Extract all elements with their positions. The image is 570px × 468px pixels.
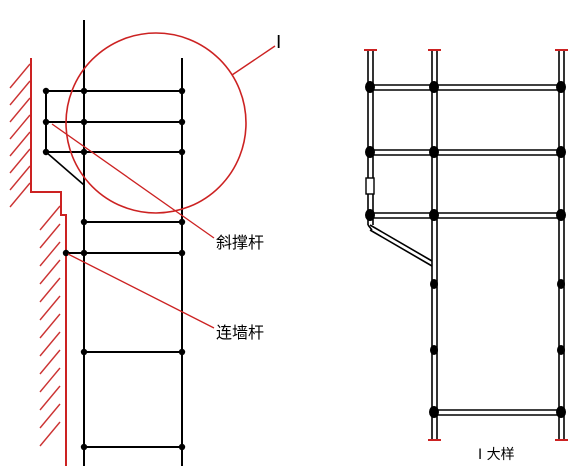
wall-face (30, 58, 67, 466)
diagonal-brace (45, 151, 85, 186)
left-elevation: I 斜撑杆 连墙杆 (9, 20, 281, 466)
detail-couplers (365, 81, 566, 418)
detail-marker: I (276, 32, 281, 53)
scaffold-joints (42, 87, 186, 451)
detail-brace (367, 224, 433, 267)
scaffold-ledgers (46, 90, 182, 448)
label-lower: 连墙杆 (216, 323, 264, 342)
right-detail: I 大样 (364, 49, 568, 463)
wall-hatching (9, 63, 61, 447)
leader-lower (67, 253, 215, 329)
leader-upper (51, 123, 215, 239)
detail-ledgers (368, 84, 564, 416)
standard-caps (364, 49, 568, 441)
scaffold-standards (83, 20, 183, 466)
detail-caption: I 大样 (478, 447, 515, 463)
detail-circle (65, 32, 247, 214)
wall-bracket (365, 177, 375, 195)
detail-leader (231, 45, 276, 76)
label-upper: 斜撑杆 (216, 233, 264, 252)
detail-standards (367, 50, 565, 440)
